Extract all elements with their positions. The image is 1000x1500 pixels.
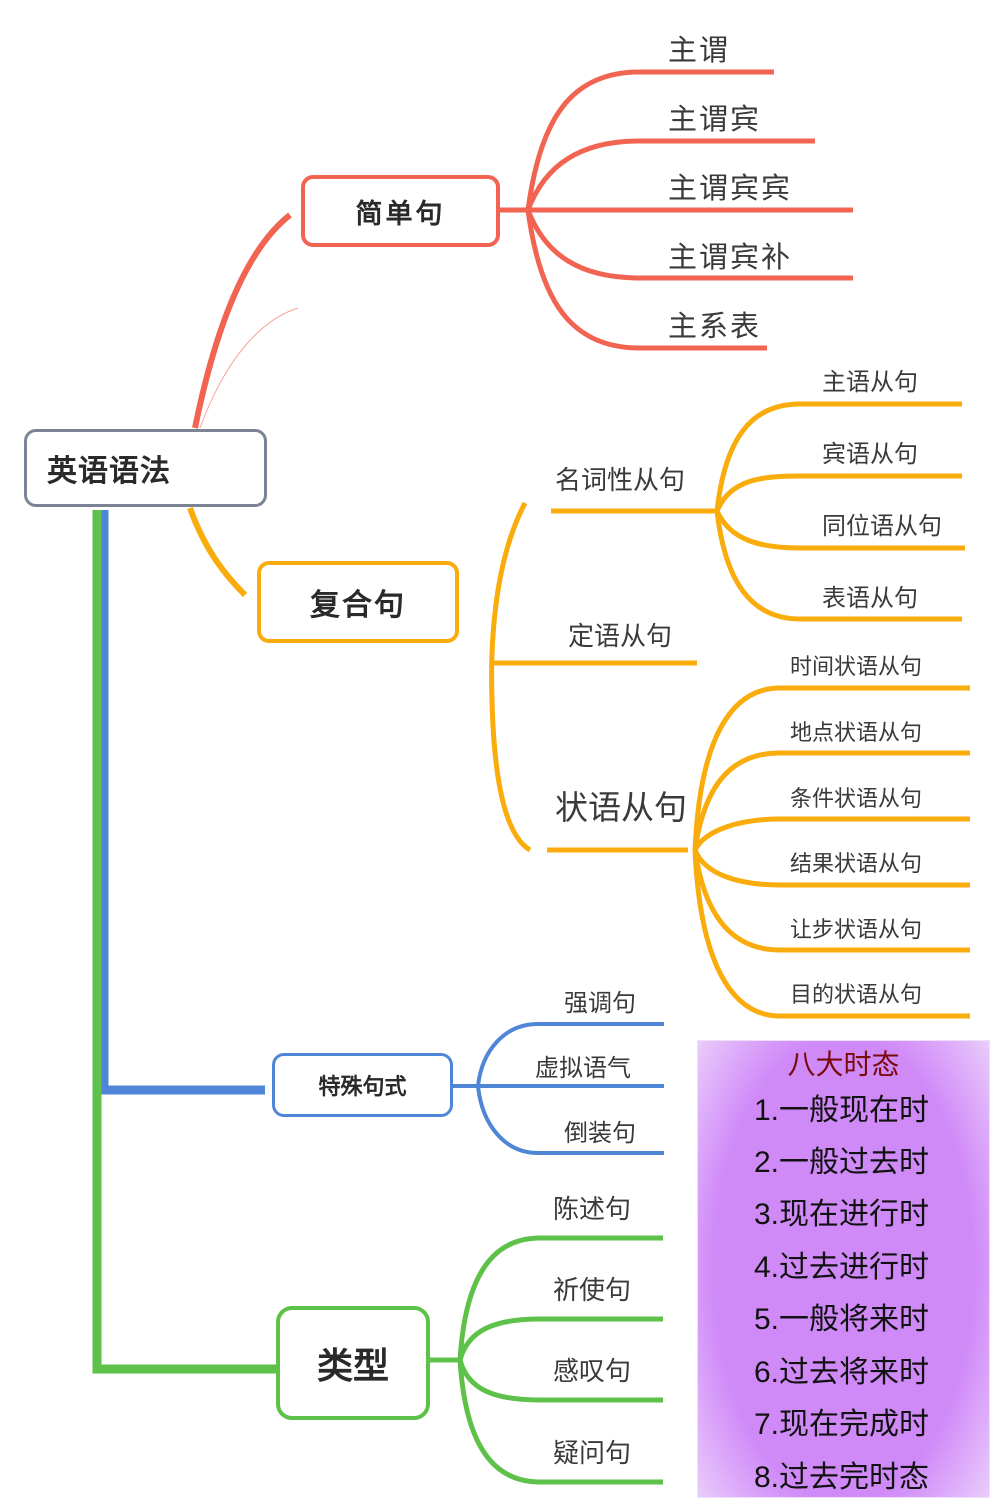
links-types	[430, 1235, 663, 1485]
leaf-simple-1[interactable]: 主谓	[668, 33, 731, 67]
link-root-complex	[187, 506, 248, 598]
link-root-simple	[192, 212, 292, 429]
tense-panel-title: 八大时态	[787, 1048, 900, 1081]
leaf-simple-4[interactable]: 主谓宾补	[668, 240, 793, 274]
leaf-special-1[interactable]: 强调句	[564, 989, 636, 1017]
tense-item-8: 8.过去完时态	[754, 1461, 930, 1494]
leaf-noun-3[interactable]: 同位语从句	[822, 512, 942, 540]
tense-item-1: 1.一般现在时	[754, 1094, 930, 1127]
link-root-special	[99, 510, 265, 1095]
leaf-adverbial-1[interactable]: 时间状语从句	[790, 655, 923, 680]
leaf-noun-4[interactable]: 表语从句	[822, 584, 918, 612]
leaf-special-3[interactable]: 倒装句	[564, 1119, 636, 1147]
branch-node-types[interactable]: 类型	[276, 1306, 430, 1420]
links-simple	[500, 69, 853, 351]
branch-label-special: 特殊句式	[318, 1075, 407, 1100]
group-attributive-clause[interactable]: 定语从句	[568, 622, 673, 652]
leaf-adverbial-5[interactable]: 让步状语从句	[790, 918, 923, 943]
link-root-simple-faint	[199, 307, 299, 429]
tense-panel: 八大时态 1.一般现在时 2.一般过去时 3.现在进行时 4.过去进行时 5.一…	[697, 1040, 990, 1498]
leaf-adverbial-4[interactable]: 结果状语从句	[790, 852, 923, 877]
tense-item-7: 7.现在完成时	[754, 1408, 930, 1441]
leaf-types-1[interactable]: 陈述句	[553, 1195, 632, 1225]
leaf-noun-1[interactable]: 主语从句	[822, 368, 918, 396]
leaf-simple-5[interactable]: 主系表	[668, 309, 762, 343]
link-root-types	[92, 510, 276, 1374]
tense-item-2: 2.一般过去时	[754, 1146, 930, 1179]
leaf-noun-2[interactable]: 宾语从句	[822, 440, 918, 468]
links-special	[453, 1022, 664, 1155]
leaf-adverbial-3[interactable]: 条件状语从句	[790, 787, 923, 812]
branch-node-special[interactable]: 特殊句式	[272, 1053, 453, 1117]
group-adverbial-clause[interactable]: 状语从句	[555, 788, 687, 827]
leaf-special-2[interactable]: 虚拟语气	[535, 1054, 631, 1082]
root-node[interactable]: 英语语法	[24, 429, 267, 507]
leaf-types-2[interactable]: 祈使句	[553, 1276, 632, 1306]
branch-node-simple[interactable]: 简单句	[301, 175, 500, 247]
root-label: 英语语法	[47, 454, 171, 489]
tense-item-3: 3.现在进行时	[754, 1198, 930, 1231]
leaf-adverbial-2[interactable]: 地点状语从句	[790, 721, 923, 746]
leaf-types-3[interactable]: 感叹句	[553, 1357, 632, 1387]
branch-label-complex: 复合句	[310, 588, 406, 623]
branch-node-complex[interactable]: 复合句	[257, 561, 459, 643]
tense-item-4: 4.过去进行时	[754, 1251, 930, 1284]
tense-item-5: 5.一般将来时	[754, 1303, 930, 1336]
branch-label-types: 类型	[316, 1346, 389, 1387]
leaf-adverbial-6[interactable]: 目的状语从句	[790, 983, 923, 1008]
leaf-simple-2[interactable]: 主谓宾	[668, 102, 762, 136]
leaf-simple-3[interactable]: 主谓宾宾	[668, 171, 793, 205]
branch-label-simple: 简单句	[355, 198, 446, 230]
tense-item-6: 6.过去将来时	[754, 1356, 930, 1389]
links-complex	[489, 401, 970, 1019]
leaf-types-4[interactable]: 疑问句	[553, 1439, 632, 1469]
group-noun-clause[interactable]: 名词性从句	[555, 466, 686, 496]
